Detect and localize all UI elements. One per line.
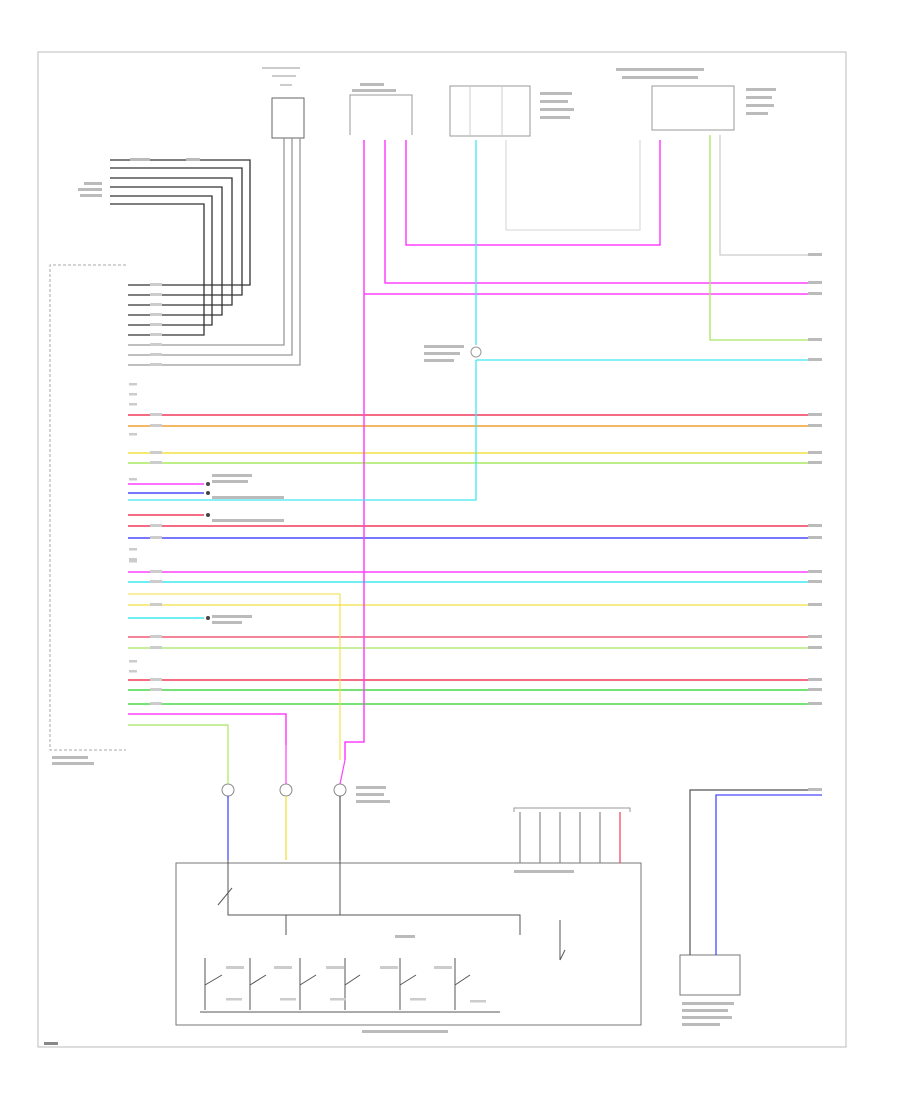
left-input-harness-labels [78, 158, 200, 197]
cyan-wires [128, 140, 822, 501]
audio-unit-pin-labels [129, 383, 137, 673]
top-connector-c [616, 68, 776, 131]
top-left-device [262, 67, 305, 139]
steering-switch-buttons [200, 920, 566, 1013]
corner-code-mark [44, 1042, 58, 1045]
steering-switch-pins [513, 807, 631, 863]
cyan-splice [470, 346, 482, 358]
audio-unit [49, 264, 126, 765]
annotation-labels [212, 345, 464, 803]
top-connector-b [449, 85, 574, 137]
wire-color-tags [150, 283, 162, 705]
right-edge-ticks [808, 253, 822, 791]
green-wires [505, 135, 822, 341]
junction-dots [206, 482, 210, 620]
right-lower-device [679, 789, 822, 1026]
horizontal-wires [128, 414, 822, 705]
left-short-wires [128, 483, 341, 760]
magenta-wires [128, 140, 822, 760]
steering-switch [175, 860, 642, 1033]
diagram-border [37, 51, 847, 1048]
top-left-device-wires [128, 138, 301, 366]
top-connector-a [349, 83, 413, 135]
bottom-connectors [221, 745, 347, 860]
steering-switch-labels [226, 966, 486, 1003]
left-input-harness [110, 159, 251, 336]
